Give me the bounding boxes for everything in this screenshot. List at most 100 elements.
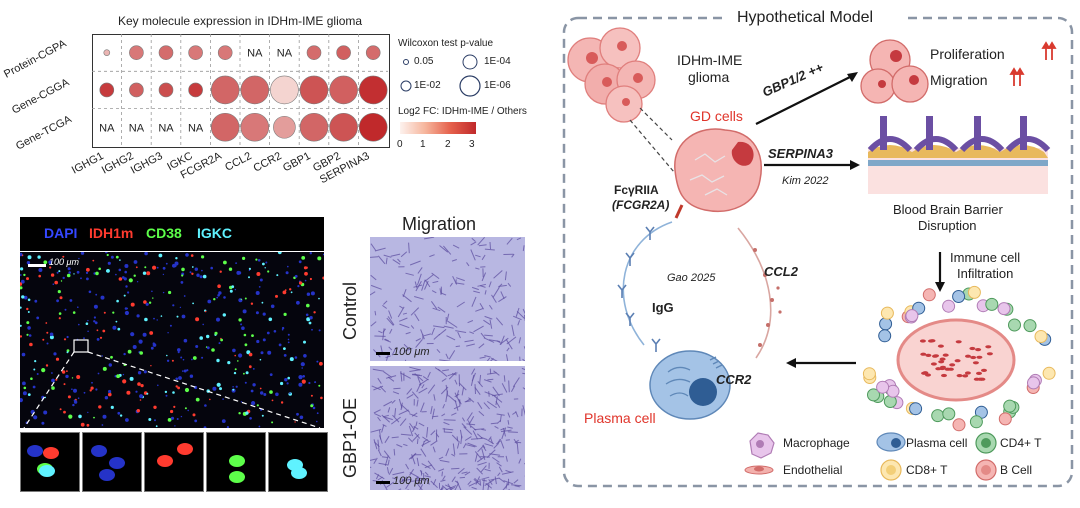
migrating-cell [439,459,450,463]
if-signal-dot [80,252,85,255]
if-signal-dot [214,331,218,335]
migrating-cell [399,323,410,329]
if-signal-dot [298,382,303,387]
if-signal-dot [86,277,89,281]
migrating-cell [500,427,505,431]
if-signal-dot [133,260,138,264]
migrating-cell [390,416,401,425]
migrating-cell [405,331,411,335]
migrating-cell [461,471,468,474]
migrating-cell [415,339,423,348]
heatmap-row-label: Gene-TCGA [14,113,74,153]
if-zoom-blob [43,447,59,459]
if-signal-dot [91,381,93,384]
migrating-cell [481,272,487,282]
migrating-cell [459,476,466,479]
migrating-cell [522,405,525,416]
migrating-cell [474,384,476,395]
migrating-cell [398,409,409,416]
if-signal-dot [251,334,254,337]
migrating-cell [409,468,415,476]
migrating-cell [473,478,482,486]
migrating-cell [505,339,513,350]
if-signal-dot [242,256,246,260]
if-signal-dot [122,373,125,376]
if-signal-dot [294,274,298,278]
if-signal-dot [301,379,306,384]
if-signal-dot [110,255,114,259]
heatmap-dot [299,75,329,105]
if-signal-dot [255,311,259,315]
heatmap-dot [358,112,388,142]
igg-label: IgG [652,300,674,315]
red-blood-cell [925,373,931,377]
migrating-cell [507,426,513,429]
migration-scale-label: 100 μm [393,346,430,358]
migrating-cell [522,372,525,375]
migrating-cell [513,479,519,484]
if-signal-dot [26,333,29,336]
fc-receptor-label: (FCGR2A) [612,198,670,212]
if-signal-dot [283,347,286,350]
migrating-cell [387,407,391,413]
if-signal-dot [203,426,207,428]
if-signal-dot [162,266,166,270]
migrating-cell [474,387,481,395]
migrating-cell [391,399,396,404]
if-signal-dot [119,414,123,417]
if-signal-dot [129,376,134,381]
migrating-cell [420,402,425,413]
heatmap-dot [158,45,174,60]
migrating-cell [478,410,485,417]
if-signal-dot [216,382,221,387]
migrating-cell [408,437,414,443]
if-signal-dot [180,356,183,359]
if-signal-dot [83,337,85,340]
migrating-cell [374,247,386,252]
if-signal-dot [49,335,54,340]
if-signal-dot [194,267,198,271]
if-signal-dot [43,410,48,415]
migrating-cell [507,420,510,425]
migrating-cell [415,338,421,342]
migrating-cell [488,436,492,441]
migrating-cell [454,392,461,404]
if-signal-dot [244,381,247,384]
migrating-cell [484,248,495,251]
if-signal-dot [42,338,45,341]
migrating-cell [516,441,522,444]
migrating-cell [438,468,445,472]
migrating-cell [405,479,413,490]
if-signal-dot [20,324,22,327]
migrating-cell [370,256,379,258]
if-signal-dot [251,401,256,406]
if-signal-dot [283,354,287,357]
migrating-cell [480,465,487,473]
migrating-cell [403,343,410,350]
migrating-cell [383,300,388,305]
migrating-cell [432,415,439,418]
migrating-cell [433,333,441,340]
migrating-cell [481,254,486,261]
migrating-cell [480,332,486,339]
if-signal-dot [104,396,109,400]
if-signal-dot [58,312,62,315]
tumor-label: glioma [688,69,730,85]
migrating-cell [436,348,441,354]
if-signal-dot [95,388,98,391]
if-signal-dot [195,397,200,402]
if-signal-dot [222,313,226,317]
if-signal-dot [138,339,143,344]
migrating-cell [402,312,408,315]
if-signal-dot [177,386,181,390]
immune-cell [876,380,890,394]
if-signal-dot [218,291,222,295]
migrating-cell [501,471,514,475]
if-signal-dot [43,260,48,265]
if-signal-dot [27,393,31,396]
migrating-cell [440,292,447,296]
migrating-cell [381,456,388,458]
if-signal-dot [151,290,153,293]
migrating-cell [443,419,456,421]
if-signal-dot [223,260,227,265]
